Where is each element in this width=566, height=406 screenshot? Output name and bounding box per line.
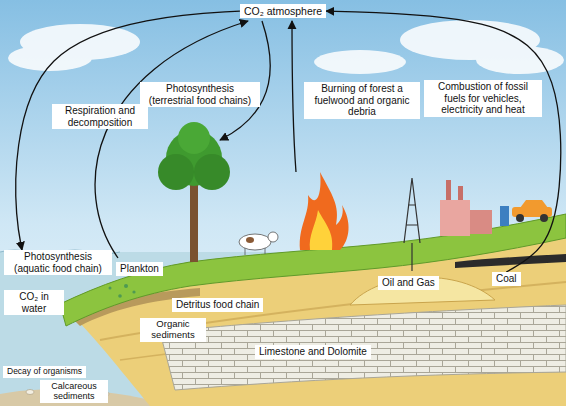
factory-building <box>470 210 492 234</box>
tree-canopy <box>178 122 210 154</box>
oil-gas-dome <box>350 277 495 305</box>
label-box: Detritus food chain <box>172 298 263 312</box>
car-wheel <box>540 214 548 222</box>
label-text: Limestone and Dolomite <box>259 346 367 358</box>
label-box: Limestone and Dolomite <box>255 345 371 359</box>
flame <box>300 172 349 250</box>
fuel-pump <box>500 206 509 226</box>
burning-arrow <box>292 21 296 172</box>
label-text: Organic sediments <box>144 319 202 341</box>
label-text: CO₂ in water <box>8 291 60 314</box>
oil-derrick <box>404 178 420 271</box>
label-box: Plankton <box>116 262 163 276</box>
photosynthesis-arrow <box>220 21 270 140</box>
derrick-frame <box>404 178 420 243</box>
label-box: Coal <box>492 272 521 286</box>
flow-arrow <box>326 11 561 272</box>
label-text: Calcareous sediments <box>44 381 104 402</box>
label-text: Photosynthesis (aquatic food chain) <box>8 251 108 274</box>
cloud <box>314 50 406 74</box>
car <box>512 200 552 222</box>
label-text: CO₂ atmosphere <box>244 5 322 17</box>
clouds <box>8 20 564 74</box>
car-cabin <box>520 200 548 208</box>
tree <box>158 122 230 262</box>
label-box: Combustion of fossil fuels for vehicles,… <box>424 80 542 117</box>
car-wheel <box>516 214 524 222</box>
limestone-layer <box>160 305 566 390</box>
chimney <box>458 186 463 202</box>
label-text: Detritus food chain <box>176 299 259 311</box>
label-box: Decay of organisms <box>3 366 86 378</box>
cow <box>239 232 278 255</box>
label-text: Coal <box>496 273 517 285</box>
flow-arrows <box>95 21 296 258</box>
cow-head <box>268 232 278 242</box>
chimney <box>446 180 451 202</box>
label-text: Respiration and decomposition <box>56 105 144 128</box>
factory-building <box>440 200 470 236</box>
label-text: Oil and Gas <box>382 277 435 289</box>
label-box: CO₂ in water <box>4 290 64 315</box>
plankton <box>109 284 136 298</box>
flow-arrow <box>16 11 240 250</box>
respiration-arrow <box>95 21 248 258</box>
cow-patch <box>246 237 254 243</box>
label-box: Calcareous sediments <box>40 380 108 403</box>
factory <box>440 180 492 236</box>
label-box: Photosynthesis (terrestrial food chains) <box>140 82 260 107</box>
tree-canopy <box>158 154 194 190</box>
label-box: Organic sediments <box>140 318 206 342</box>
label-text: Burning of forest a fuelwood and organic… <box>308 83 416 118</box>
label-box: Oil and Gas <box>378 276 439 290</box>
label-box: Respiration and decomposition <box>52 104 148 129</box>
plankton-dot <box>132 290 135 293</box>
plankton-dot <box>109 287 112 290</box>
well-pipe <box>411 243 412 271</box>
label-text: Combustion of fossil fuels for vehicles,… <box>428 81 538 116</box>
label-text: Plankton <box>120 263 159 275</box>
label-text: Decay of organisms <box>7 367 82 377</box>
plankton-dot <box>124 284 128 288</box>
cow-body <box>239 234 271 250</box>
plankton-dot <box>118 294 122 298</box>
tree-canopy <box>194 154 230 190</box>
label-box: CO₂ atmosphere <box>240 4 326 18</box>
label-text: Photosynthesis (terrestrial food chains) <box>144 83 256 106</box>
fire <box>300 172 349 250</box>
label-box: Burning of forest a fuelwood and organic… <box>304 82 420 119</box>
shell <box>26 390 34 395</box>
cloud <box>476 46 564 74</box>
label-box: Photosynthesis (aquatic food chain) <box>4 250 112 275</box>
cloud <box>8 45 92 71</box>
flame <box>310 210 333 250</box>
